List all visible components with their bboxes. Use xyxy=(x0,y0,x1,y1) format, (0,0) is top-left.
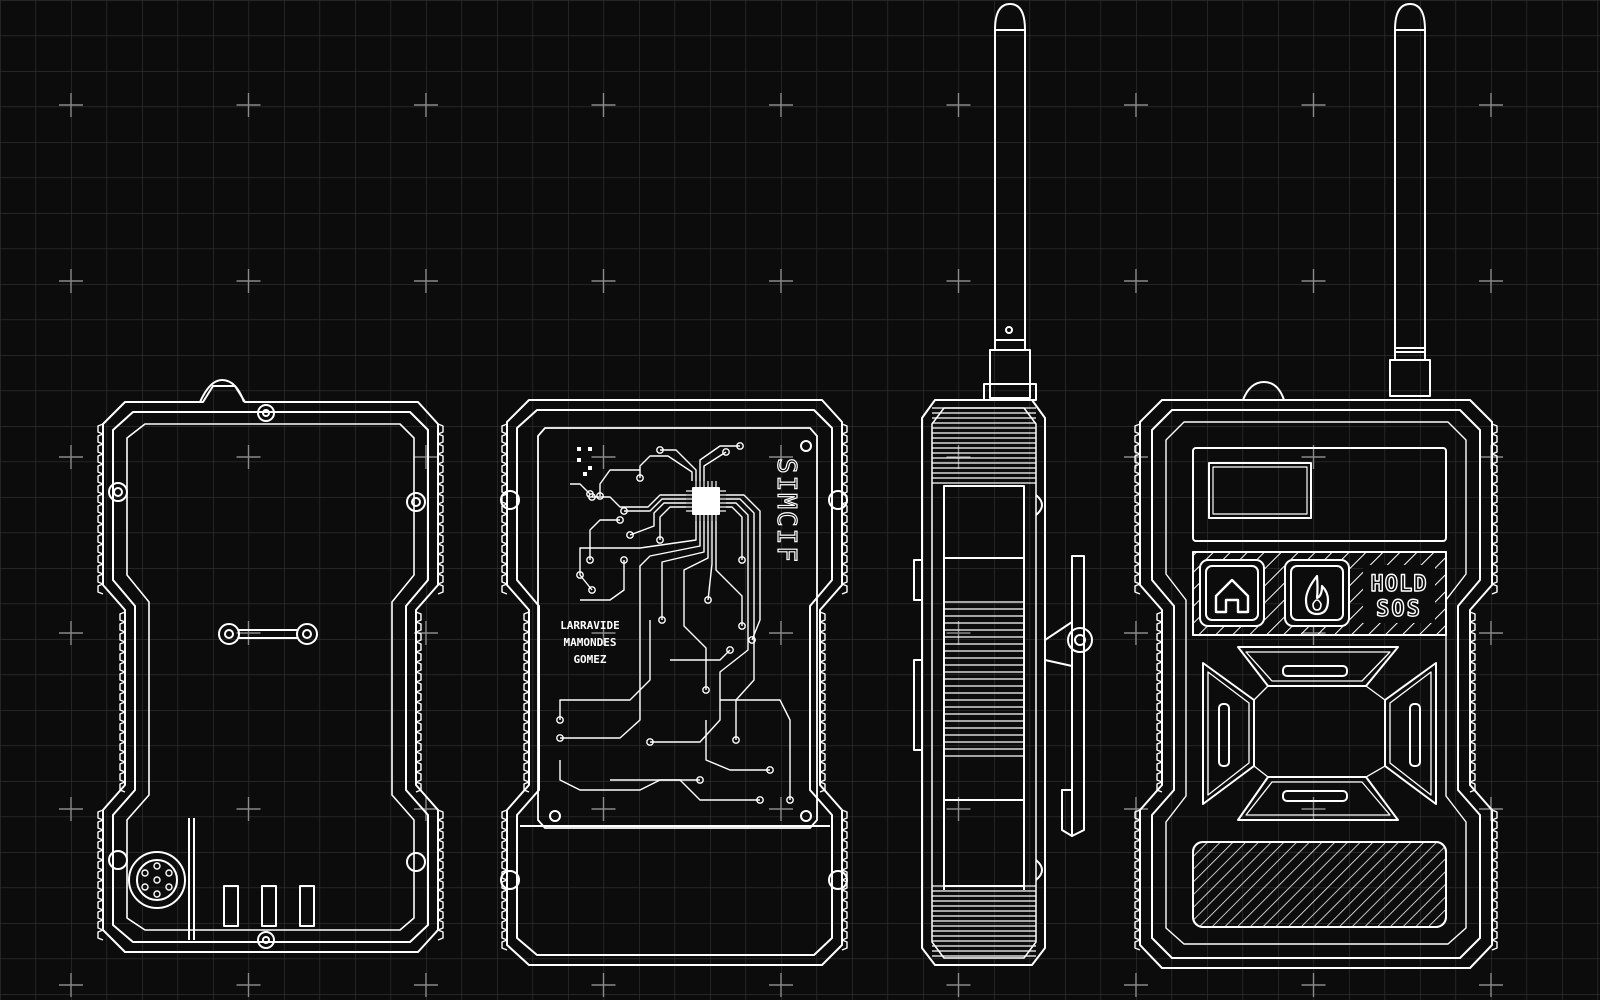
front-outer-shell xyxy=(1139,399,1493,969)
screw-boss-right xyxy=(406,492,426,512)
front-lanyard-loop xyxy=(1242,381,1285,401)
side-grip-ribs-top xyxy=(932,407,1036,484)
pcb-credits: LARRAVIDE MAMONDES GOMEZ xyxy=(560,619,620,666)
speaker-grille-icon xyxy=(128,851,186,909)
battery-contact-1 xyxy=(223,885,239,927)
pcb-inner-shell xyxy=(516,409,833,956)
side-button-lower xyxy=(913,659,923,751)
front-inner-shell xyxy=(1151,409,1481,959)
side-view xyxy=(913,3,1093,966)
sos-label: HOLD SOS xyxy=(1363,565,1435,623)
pcb-view xyxy=(500,399,848,966)
dpad xyxy=(1202,646,1437,821)
back-grip-ridges-right xyxy=(415,423,444,941)
pcb-vias xyxy=(556,442,794,804)
front-grip-ridges-right xyxy=(1469,423,1498,951)
front-view: HOLD SOS xyxy=(1134,3,1498,969)
sos-line-1: HOLD xyxy=(1371,572,1428,597)
pcb-pads xyxy=(577,447,592,476)
chip-icon xyxy=(686,481,726,521)
fire-button[interactable] xyxy=(1284,559,1350,627)
side-grip-ribs-middle xyxy=(944,601,1024,757)
pcb-credit-1: LARRAVIDE xyxy=(560,619,620,632)
screw-boss-bottom xyxy=(257,931,275,949)
center-mount-left xyxy=(218,623,240,645)
sos-line-2: SOS xyxy=(1376,597,1422,622)
display-panel xyxy=(1192,447,1447,542)
pcb-traces xyxy=(559,445,791,801)
pcb-brand-label: SIMCIF xyxy=(771,458,801,564)
center-mount-right xyxy=(296,623,318,645)
back-interior-view xyxy=(97,379,444,953)
battery-contact-3 xyxy=(299,885,315,927)
belt-clip-icon xyxy=(1044,555,1093,837)
home-icon xyxy=(1214,578,1250,614)
pcb-grip-ridges-left xyxy=(501,423,530,951)
front-grip-pad xyxy=(1192,841,1447,928)
pcb-credit-3: GOMEZ xyxy=(573,653,606,666)
battery-contact-2 xyxy=(261,885,277,927)
home-button[interactable] xyxy=(1199,559,1265,627)
grid-crosshairs xyxy=(59,93,1503,997)
screw-boss-top xyxy=(257,404,275,422)
antenna-base xyxy=(989,349,1031,399)
side-button-upper xyxy=(913,559,923,601)
side-grip-ribs-bottom xyxy=(932,885,1036,957)
front-grip-ridges-left xyxy=(1134,423,1163,951)
flame-icon xyxy=(1304,574,1330,616)
back-inner-shell xyxy=(112,411,429,943)
pcb-credit-2: MAMONDES xyxy=(564,636,617,649)
back-grip-ridges-left xyxy=(97,423,126,941)
screw-boss-left xyxy=(108,482,128,502)
back-cavity xyxy=(126,423,415,931)
display-screen xyxy=(1208,462,1312,519)
pcb-board xyxy=(537,427,818,829)
pcb-outer-shell xyxy=(506,399,843,966)
lanyard-loop xyxy=(199,379,245,403)
